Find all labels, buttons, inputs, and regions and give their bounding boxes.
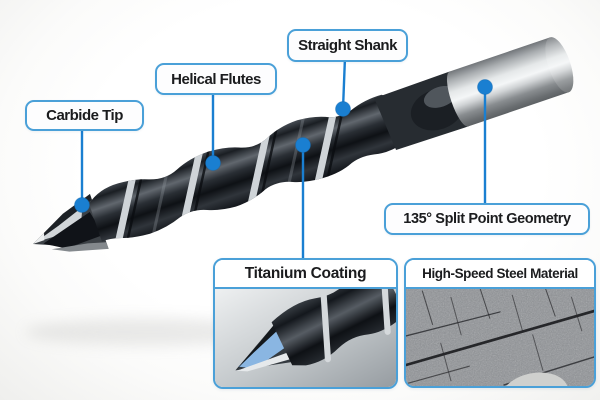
anchor-dot-helical-flutes bbox=[205, 155, 221, 171]
inset-title: High-Speed Steel Material bbox=[406, 260, 594, 289]
drill-shadow bbox=[25, 318, 275, 346]
anchor-dot-carbide-tip bbox=[74, 197, 90, 213]
steel-texture-image bbox=[406, 289, 594, 386]
callout-label: Straight Shank bbox=[298, 37, 397, 54]
leader-line-straight-shank bbox=[341, 56, 347, 110]
drill-shank bbox=[446, 37, 574, 127]
callout-straight-shank: Straight Shank bbox=[287, 29, 408, 62]
callout-label: 135° Split Point Geometry bbox=[403, 211, 571, 227]
anchor-dot-split-point bbox=[477, 79, 493, 95]
callout-label: Carbide Tip bbox=[46, 107, 123, 124]
drill-collar bbox=[374, 71, 469, 150]
drill-tip bbox=[33, 193, 109, 252]
callout-carbide-tip: Carbide Tip bbox=[25, 100, 144, 131]
texture-highlight-blob bbox=[506, 372, 568, 386]
inset-title: Titanium Coating bbox=[215, 260, 396, 289]
inset-hss-material: High-Speed Steel Material bbox=[404, 258, 596, 388]
inset-titanium-coating: Titanium Coating bbox=[213, 258, 398, 389]
anchor-dot-titanium-coating bbox=[295, 137, 311, 153]
callout-split-point-geometry: 135° Split Point Geometry bbox=[384, 203, 590, 235]
anchor-dot-straight-shank bbox=[335, 101, 351, 117]
callout-label: Helical Flutes bbox=[171, 70, 261, 88]
drill-tip-closeup-image bbox=[215, 289, 396, 387]
callout-helical-flutes: Helical Flutes bbox=[155, 63, 277, 95]
